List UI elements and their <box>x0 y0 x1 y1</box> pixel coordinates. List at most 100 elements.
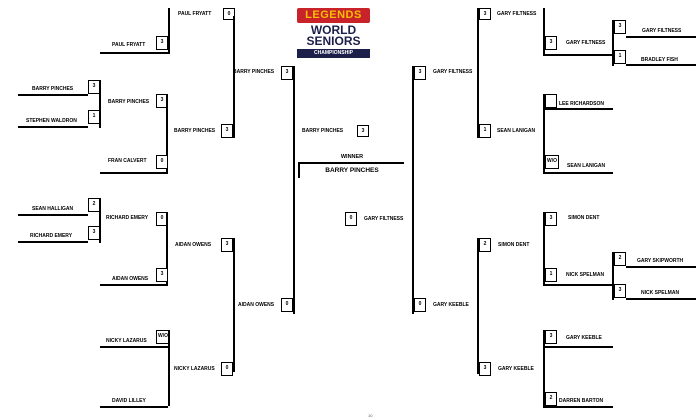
score-box: 3 <box>545 330 557 344</box>
player-name: SEAN HALLIGAN <box>32 206 74 212</box>
player-name: DARREN BARTON <box>559 398 604 404</box>
bracket-line <box>477 238 479 374</box>
player-name: FRAN CALVERT <box>108 158 147 164</box>
bracket-line <box>168 8 170 54</box>
player-name: GARY FILTNESS <box>497 11 537 17</box>
player-name: DAVID LILLEY <box>112 398 146 404</box>
bracket-line <box>543 54 613 56</box>
bracket-line <box>18 214 88 216</box>
bracket-line <box>543 108 613 110</box>
player-name: BARRY PINCHES <box>32 86 74 92</box>
bracket-line <box>626 266 696 268</box>
final-score-box: 0 <box>345 212 357 226</box>
score-box: 2 <box>614 252 626 266</box>
player-name: LEE RICHARDSON <box>559 101 605 107</box>
player-name: GARY KEEBLE <box>566 335 602 341</box>
bracket-line <box>100 172 168 174</box>
winner-name: BARRY PINCHES <box>325 167 379 174</box>
score-box: 2 <box>88 198 100 212</box>
score-box: 3 <box>156 36 168 50</box>
player-name: NICKY LAZARUS <box>106 338 147 344</box>
score-box: 3 <box>221 238 233 252</box>
championship-logo: LEGENDS WORLD SENIORS CHAMPIONSHIP <box>297 8 370 58</box>
player-name: SIMON DENT <box>498 242 530 248</box>
score-box: 3 <box>221 124 233 138</box>
bracket-line <box>543 212 545 286</box>
player-name: AIDAN OWENS <box>112 276 149 282</box>
winner-line <box>298 162 300 178</box>
player-name: SIMON DENT <box>568 215 600 221</box>
player-name: STEPHEN WALDRON <box>26 118 77 124</box>
player-name: PAUL FRYATT <box>112 42 146 48</box>
player-name: BARRY PINCHES <box>233 69 275 75</box>
bracket-line <box>100 52 168 54</box>
bracket-line <box>166 94 168 174</box>
bracket-line <box>412 66 414 314</box>
bracket-line <box>233 238 235 372</box>
bracket-line <box>166 212 168 286</box>
bracket-line <box>18 241 88 243</box>
logo-legends-text: LEGENDS <box>297 8 370 23</box>
walkover-box: W/O <box>156 330 170 344</box>
bracket-line <box>543 8 545 56</box>
player-name: GARY FILTNESS <box>642 28 682 34</box>
bracket-line <box>543 284 613 286</box>
bracket-line <box>168 330 170 406</box>
player-name: NICK SPELMAN <box>641 290 680 296</box>
score-box: 3 <box>545 36 557 50</box>
bracket-line <box>18 94 88 96</box>
bracket-line <box>99 80 101 128</box>
score-box <box>545 94 557 108</box>
score-box: 3 <box>614 20 626 34</box>
player-name: PAUL FRYATT <box>178 11 212 17</box>
bracket-line <box>233 16 235 138</box>
bracket-line <box>543 346 613 348</box>
score-box: 3 <box>479 362 491 376</box>
bracket-line <box>18 126 88 128</box>
score-box: 3 <box>414 66 426 80</box>
logo-world-text: WORLD <box>310 23 357 37</box>
bracket-line <box>612 252 614 300</box>
score-box: 3 <box>156 268 168 282</box>
player-name: GARY KEEBLE <box>498 366 534 372</box>
bracket-line <box>100 346 168 348</box>
logo-championship-text: CHAMPIONSHIP <box>297 49 370 58</box>
player-name: AIDAN OWENS <box>175 242 212 248</box>
score-box: 0 <box>156 155 168 169</box>
bracket-line <box>626 298 696 300</box>
player-name: RICHARD EMERY <box>30 233 73 239</box>
bracket-line <box>100 406 168 408</box>
player-name: GARY FILTNESS <box>566 40 606 46</box>
winner-line <box>298 162 404 164</box>
score-box: 2 <box>545 392 557 406</box>
player-name: GARY KEEBLE <box>433 302 469 308</box>
score-box: 1 <box>479 124 491 138</box>
player-name: NICKY LAZARUS <box>174 366 215 372</box>
player-name: BARRY PINCHES <box>174 128 216 134</box>
bracket-line <box>99 198 101 243</box>
bracket-line <box>477 8 479 138</box>
bracket-line <box>293 66 295 314</box>
player-name: NICK SPELMAN <box>566 272 605 278</box>
score-box: 1 <box>545 268 557 282</box>
player-name: GARY FILTNESS <box>433 69 473 75</box>
walkover-box: W/O <box>545 155 559 169</box>
score-box: 0 <box>223 8 235 20</box>
bracket-line <box>626 36 696 38</box>
score-box: 3 <box>614 284 626 298</box>
score-box: 3 <box>545 212 557 226</box>
page-number: 10 <box>368 413 373 418</box>
score-box: 3 <box>281 66 293 80</box>
score-box: 0 <box>281 298 293 312</box>
score-box: 0 <box>414 298 426 312</box>
bracket-line <box>543 172 613 174</box>
winner-label: WINNER <box>340 154 364 160</box>
finalist-name: BARRY PINCHES <box>302 128 344 134</box>
bracket-line <box>100 284 168 286</box>
score-box: 2 <box>479 238 491 252</box>
score-box: 1 <box>614 50 626 64</box>
player-name: BARRY PINCHES <box>108 99 150 105</box>
player-name: RICHARD EMERY <box>106 215 149 221</box>
score-box: 0 <box>221 362 233 376</box>
